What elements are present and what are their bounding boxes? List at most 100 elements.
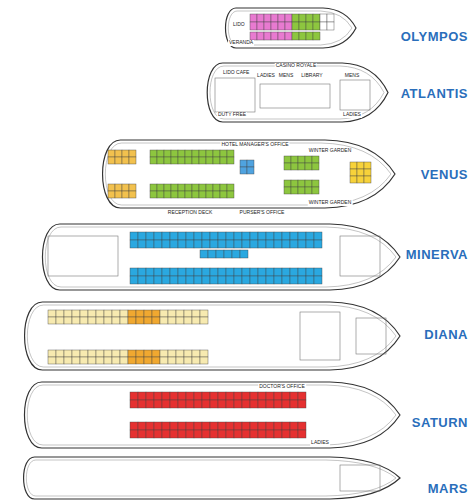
cabin (257, 14, 264, 22)
cabin (108, 191, 115, 198)
cabin (314, 232, 322, 240)
cabin (208, 250, 216, 258)
cabin (108, 157, 115, 164)
cabin (242, 400, 250, 408)
cabin (290, 232, 298, 240)
cabin (202, 422, 210, 430)
cabin (271, 14, 278, 22)
cabin (136, 317, 144, 324)
room-label: CASINO ROYALE (275, 63, 317, 69)
cabin (56, 357, 64, 364)
cabin (171, 191, 178, 198)
cabin (234, 276, 242, 284)
cabin (242, 240, 250, 248)
cabin (216, 250, 224, 258)
deck-inner-outline (228, 11, 352, 45)
cabin (115, 150, 122, 157)
cabin (170, 276, 178, 284)
cabin (88, 310, 96, 317)
cabin (162, 400, 170, 408)
cabin (186, 240, 194, 248)
room-label: LIBRARY (300, 73, 323, 79)
cabin (314, 240, 322, 248)
cabin (258, 392, 266, 400)
cabin (104, 350, 112, 357)
cabin (226, 232, 234, 240)
cabin (194, 422, 202, 430)
cabin (64, 317, 72, 324)
cabin (312, 180, 319, 187)
cabin (234, 400, 242, 408)
cabin (178, 184, 185, 191)
cabin (178, 400, 186, 408)
deck-name: MARS (428, 482, 468, 496)
public-room (300, 312, 340, 360)
cabin (282, 240, 290, 248)
cabin (186, 232, 194, 240)
cabin (162, 276, 170, 284)
room-label: DOCTOR'S OFFICE (258, 384, 306, 390)
cabin (186, 392, 194, 400)
cabin (357, 162, 364, 169)
cabin (146, 392, 154, 400)
cabin (154, 430, 162, 438)
cabin (64, 310, 72, 317)
deck-outline (42, 224, 400, 290)
cabin (168, 317, 176, 324)
cabin (128, 317, 136, 324)
cabin (284, 156, 291, 163)
cabin (274, 240, 282, 248)
cabin (299, 32, 306, 40)
cabin (285, 14, 292, 22)
room-label: WINTER GARDEN (308, 200, 353, 206)
cabin (282, 232, 290, 240)
cabin (154, 240, 162, 248)
cabin (162, 232, 170, 240)
cabin (274, 430, 282, 438)
cabin (184, 357, 192, 364)
room-label: LIDO CAFE (222, 70, 250, 76)
cabin (108, 184, 115, 191)
cabin (80, 310, 88, 317)
cabin (185, 191, 192, 198)
cabin (160, 310, 168, 317)
cabin (130, 422, 138, 430)
cabin (202, 400, 210, 408)
cabin (278, 22, 285, 30)
cabin (266, 422, 274, 430)
cabin (185, 184, 192, 191)
cabin (162, 268, 170, 276)
cabin (213, 150, 220, 157)
cabin (154, 392, 162, 400)
cabin (271, 32, 278, 40)
cabin (138, 232, 146, 240)
cabin (258, 400, 266, 408)
cabin (291, 163, 298, 170)
cabin (56, 350, 64, 357)
cabin (227, 150, 234, 157)
cabin (314, 268, 322, 276)
cabin (206, 150, 213, 157)
cabin (357, 176, 364, 183)
deck-outline (207, 63, 388, 122)
cabin (185, 150, 192, 157)
cabin (130, 276, 138, 284)
deck-outline (24, 457, 400, 499)
cabin (218, 276, 226, 284)
cabin (171, 184, 178, 191)
cabin (312, 163, 319, 170)
cabin (162, 240, 170, 248)
cabin (266, 268, 274, 276)
cabin (170, 392, 178, 400)
cabin (282, 422, 290, 430)
cabin (327, 22, 334, 30)
cabin (154, 422, 162, 430)
cabin (306, 240, 314, 248)
cabin (48, 310, 56, 317)
cabin (199, 157, 206, 164)
cabin (138, 240, 146, 248)
room-label: WINTER GARDEN (308, 148, 353, 154)
cabin (218, 400, 226, 408)
cabin (226, 400, 234, 408)
